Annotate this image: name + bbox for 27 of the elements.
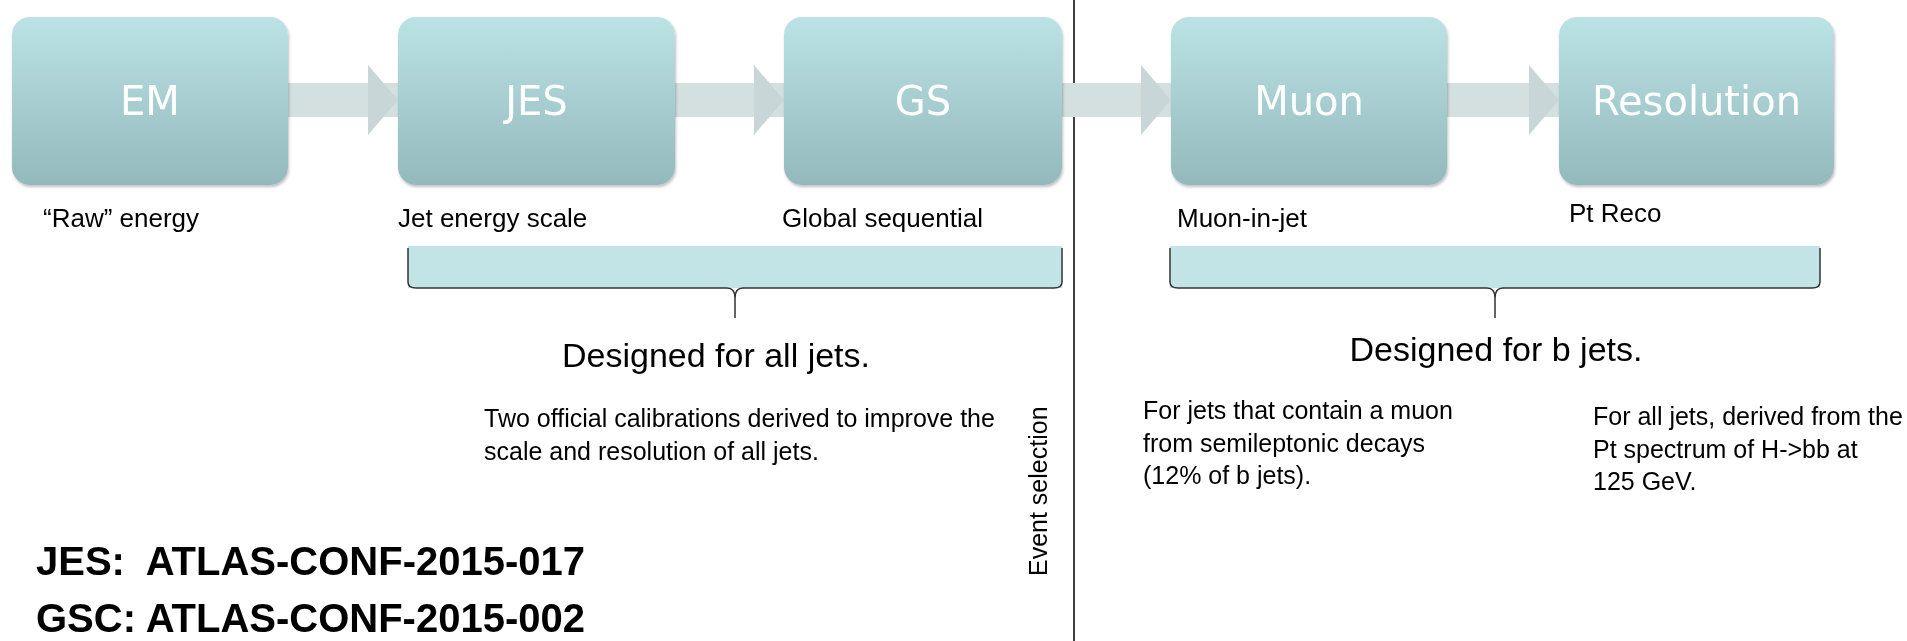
process-box (398, 17, 675, 185)
box-title: EM (120, 78, 180, 124)
caption-text: Jet energy scale (398, 203, 588, 234)
description-text: Two official calibrations derived to improve the scale and resolution of all jets. (484, 403, 996, 467)
process-box (12, 17, 288, 185)
reference-text: GSC: ATLAS-CONF-2015-002 (36, 595, 586, 641)
block-arrow (675, 65, 784, 135)
block-arrow (1447, 65, 1559, 135)
description-text: For all jets, derived from the Pt spectrum of H->bb at 125 GeV. (1593, 401, 1903, 497)
process-box (784, 17, 1062, 185)
description-text: For jets that contain a muon from semileptonic decays (12% of b jets). (1143, 395, 1454, 491)
caption-text: Global sequential (782, 203, 983, 234)
vertical-label: Event selection (1024, 406, 1053, 576)
reference-text: JES: ATLAS-CONF-2015-017 (36, 538, 587, 584)
caption-text: “Raw” energy (43, 203, 200, 234)
box-title: Resolution (1592, 78, 1801, 124)
process-box (1171, 17, 1447, 185)
caption-text: Pt Reco (1569, 198, 1662, 229)
heading-text: Designed for all jets. (560, 336, 871, 376)
box-title: Muon (1254, 78, 1364, 124)
box-title: JES (505, 78, 568, 124)
process-box (1559, 17, 1834, 185)
box-title: GS (894, 78, 952, 124)
block-arrow (288, 65, 398, 135)
heading-text: Designed for b jets. (1348, 330, 1644, 370)
block-arrow (1062, 65, 1171, 135)
caption-text: Muon-in-jet (1177, 203, 1308, 234)
